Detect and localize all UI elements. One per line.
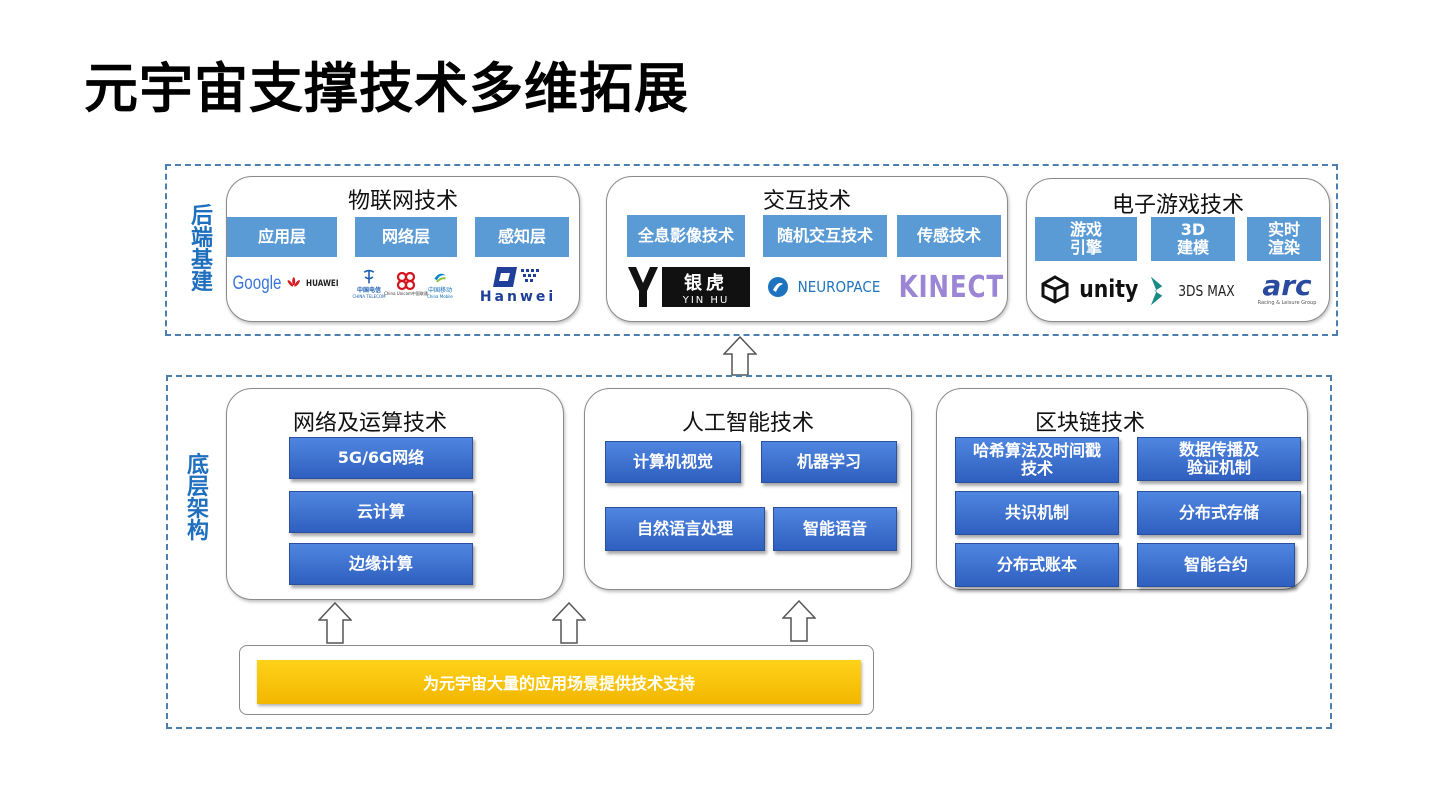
iot-title: 物联网技术 bbox=[347, 189, 458, 214]
chip-network-layer: 网络层 bbox=[355, 217, 457, 257]
yinhu-mark-icon bbox=[628, 267, 658, 307]
backend-section bbox=[165, 164, 1338, 336]
google-logo: Google bbox=[232, 273, 282, 294]
network-panel: 网络及运算技术 5G/6G网络 云计算 边缘计算 bbox=[226, 388, 564, 600]
chip-edge: 边缘计算 bbox=[289, 543, 473, 585]
base-section bbox=[166, 375, 1332, 729]
chip-perception-layer: 感知层 bbox=[475, 217, 569, 257]
chip-5g6g: 5G/6G网络 bbox=[289, 437, 473, 479]
neuropace-logo: NEUROPACE bbox=[761, 267, 891, 307]
kinect-logo: KINECT bbox=[898, 269, 1004, 305]
backend-label: 后端基建 bbox=[190, 204, 213, 295]
chip-consensus: 共识机制 bbox=[955, 491, 1119, 535]
china-unicom-logo: China Unicom中国联通 bbox=[384, 265, 428, 303]
chip-smart-contract: 智能合约 bbox=[1137, 543, 1295, 587]
unicom-knot-icon bbox=[396, 271, 416, 291]
chip-machine-learning: 机器学习 bbox=[761, 441, 897, 483]
chip-hash-timestamp: 哈希算法及时间戳技术 bbox=[955, 437, 1119, 483]
base-label: 底层架构 bbox=[186, 453, 209, 544]
hanwei-logo: Hanwei bbox=[467, 263, 569, 307]
chip-realtime-render: 实时渲染 bbox=[1247, 217, 1321, 261]
game-panel: 电子游戏技术 游戏引擎 3D建模 实时渲染 unity 3DS MAX arc … bbox=[1026, 178, 1330, 322]
chip-game-engine: 游戏引擎 bbox=[1035, 217, 1137, 261]
mobile-swirl-icon bbox=[434, 273, 446, 283]
interaction-title: 交互技术 bbox=[762, 189, 851, 214]
chip-random-interaction: 随机交互技术 bbox=[763, 215, 887, 257]
arc-logo: arc Racing & Leisure Group bbox=[1257, 269, 1317, 307]
ai-panel: 人工智能技术 计算机视觉 机器学习 自然语言处理 智能语音 bbox=[584, 388, 912, 590]
china-telecom-logo: 中国电信 CHINA TELECOM bbox=[351, 265, 387, 303]
huawei-logo: HUAWEI bbox=[287, 265, 343, 303]
unity-logo: unity bbox=[1037, 269, 1147, 309]
up-arrow-ai bbox=[782, 600, 816, 642]
chip-sensing: 传感技术 bbox=[897, 215, 1001, 257]
chip-computer-vision: 计算机视觉 bbox=[605, 441, 741, 483]
up-arrow-network bbox=[318, 602, 352, 644]
telecom-icon bbox=[363, 269, 375, 284]
yinhu-logo: 银虎 YIN HU bbox=[627, 265, 751, 309]
page-title: 元宇宙支撑技术多维拓展 bbox=[84, 57, 689, 120]
3dsmax-logo: 3DS MAX bbox=[1149, 271, 1241, 311]
blockchain-title: 区块链技术 bbox=[1034, 411, 1145, 436]
chip-distributed-storage: 分布式存储 bbox=[1137, 491, 1301, 535]
unity-cube-icon bbox=[1041, 275, 1069, 304]
network-title: 网络及运算技术 bbox=[292, 411, 447, 436]
hanwei-mark-icon bbox=[493, 267, 539, 287]
3dsmax-icon bbox=[1150, 276, 1163, 306]
blockchain-panel: 区块链技术 哈希算法及时间戳技术 数据传播及验证机制 共识机制 分布式存储 分布… bbox=[936, 388, 1308, 590]
chip-speech: 智能语音 bbox=[773, 507, 897, 551]
chip-application-layer: 应用层 bbox=[227, 217, 337, 257]
game-title: 电子游戏技术 bbox=[1111, 193, 1244, 218]
neuropace-icon bbox=[768, 277, 789, 297]
huawei-flower-icon bbox=[287, 277, 300, 287]
chip-data-propagation: 数据传播及验证机制 bbox=[1137, 437, 1301, 481]
interaction-panel: 交互技术 全息影像技术 随机交互技术 传感技术 银虎 YIN HU NEUROP… bbox=[606, 176, 1008, 322]
up-arrow-backend bbox=[723, 336, 757, 376]
chip-distributed-ledger: 分布式账本 bbox=[955, 543, 1119, 587]
ai-title: 人工智能技术 bbox=[681, 411, 814, 436]
chip-holographic: 全息影像技术 bbox=[627, 215, 745, 257]
chip-cloud: 云计算 bbox=[289, 491, 473, 533]
iot-panel: 物联网技术 应用层 网络层 感知层 Google HUAWEI 中国电信 CHI… bbox=[226, 176, 580, 322]
chip-nlp: 自然语言处理 bbox=[605, 507, 765, 551]
support-bar: 为元宇宙大量的应用场景提供技术支持 bbox=[257, 660, 861, 704]
chip-3d-modeling: 3D建模 bbox=[1151, 217, 1235, 261]
china-mobile-logo: 中国移动 China Mobile bbox=[425, 265, 455, 303]
up-arrow-network-right bbox=[552, 602, 586, 644]
